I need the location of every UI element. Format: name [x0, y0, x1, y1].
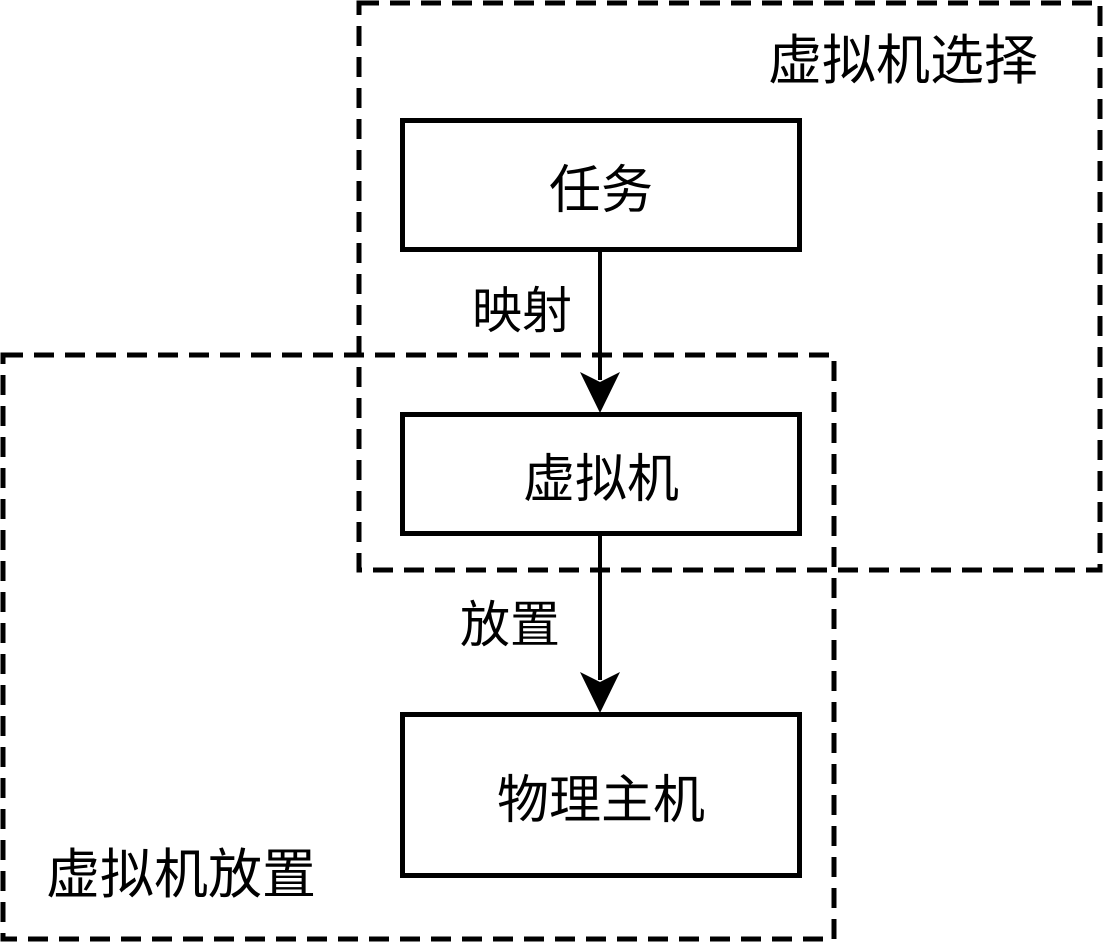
edge-vm-to-host-arrowhead: [580, 672, 620, 713]
edge-vm-to-host-label: 放置: [460, 596, 560, 654]
edge-task-to-vm-label: 映射: [472, 282, 572, 340]
node-vm: 虚拟机: [400, 412, 802, 536]
edge-task-to-vm-arrowhead: [580, 372, 620, 413]
group-selection-title: 虚拟机选择: [768, 29, 1038, 92]
node-task-label: 任务: [548, 160, 653, 221]
group-selection-border: [356, 0, 1103, 573]
node-task: 任务: [400, 118, 802, 252]
node-host: 物理主机: [400, 712, 802, 878]
node-host-label: 物理主机: [496, 770, 705, 831]
group-placement-title: 虚拟机放置: [46, 843, 316, 906]
node-vm-label: 虚拟机: [522, 449, 679, 510]
group-placement-border: [0, 352, 837, 942]
